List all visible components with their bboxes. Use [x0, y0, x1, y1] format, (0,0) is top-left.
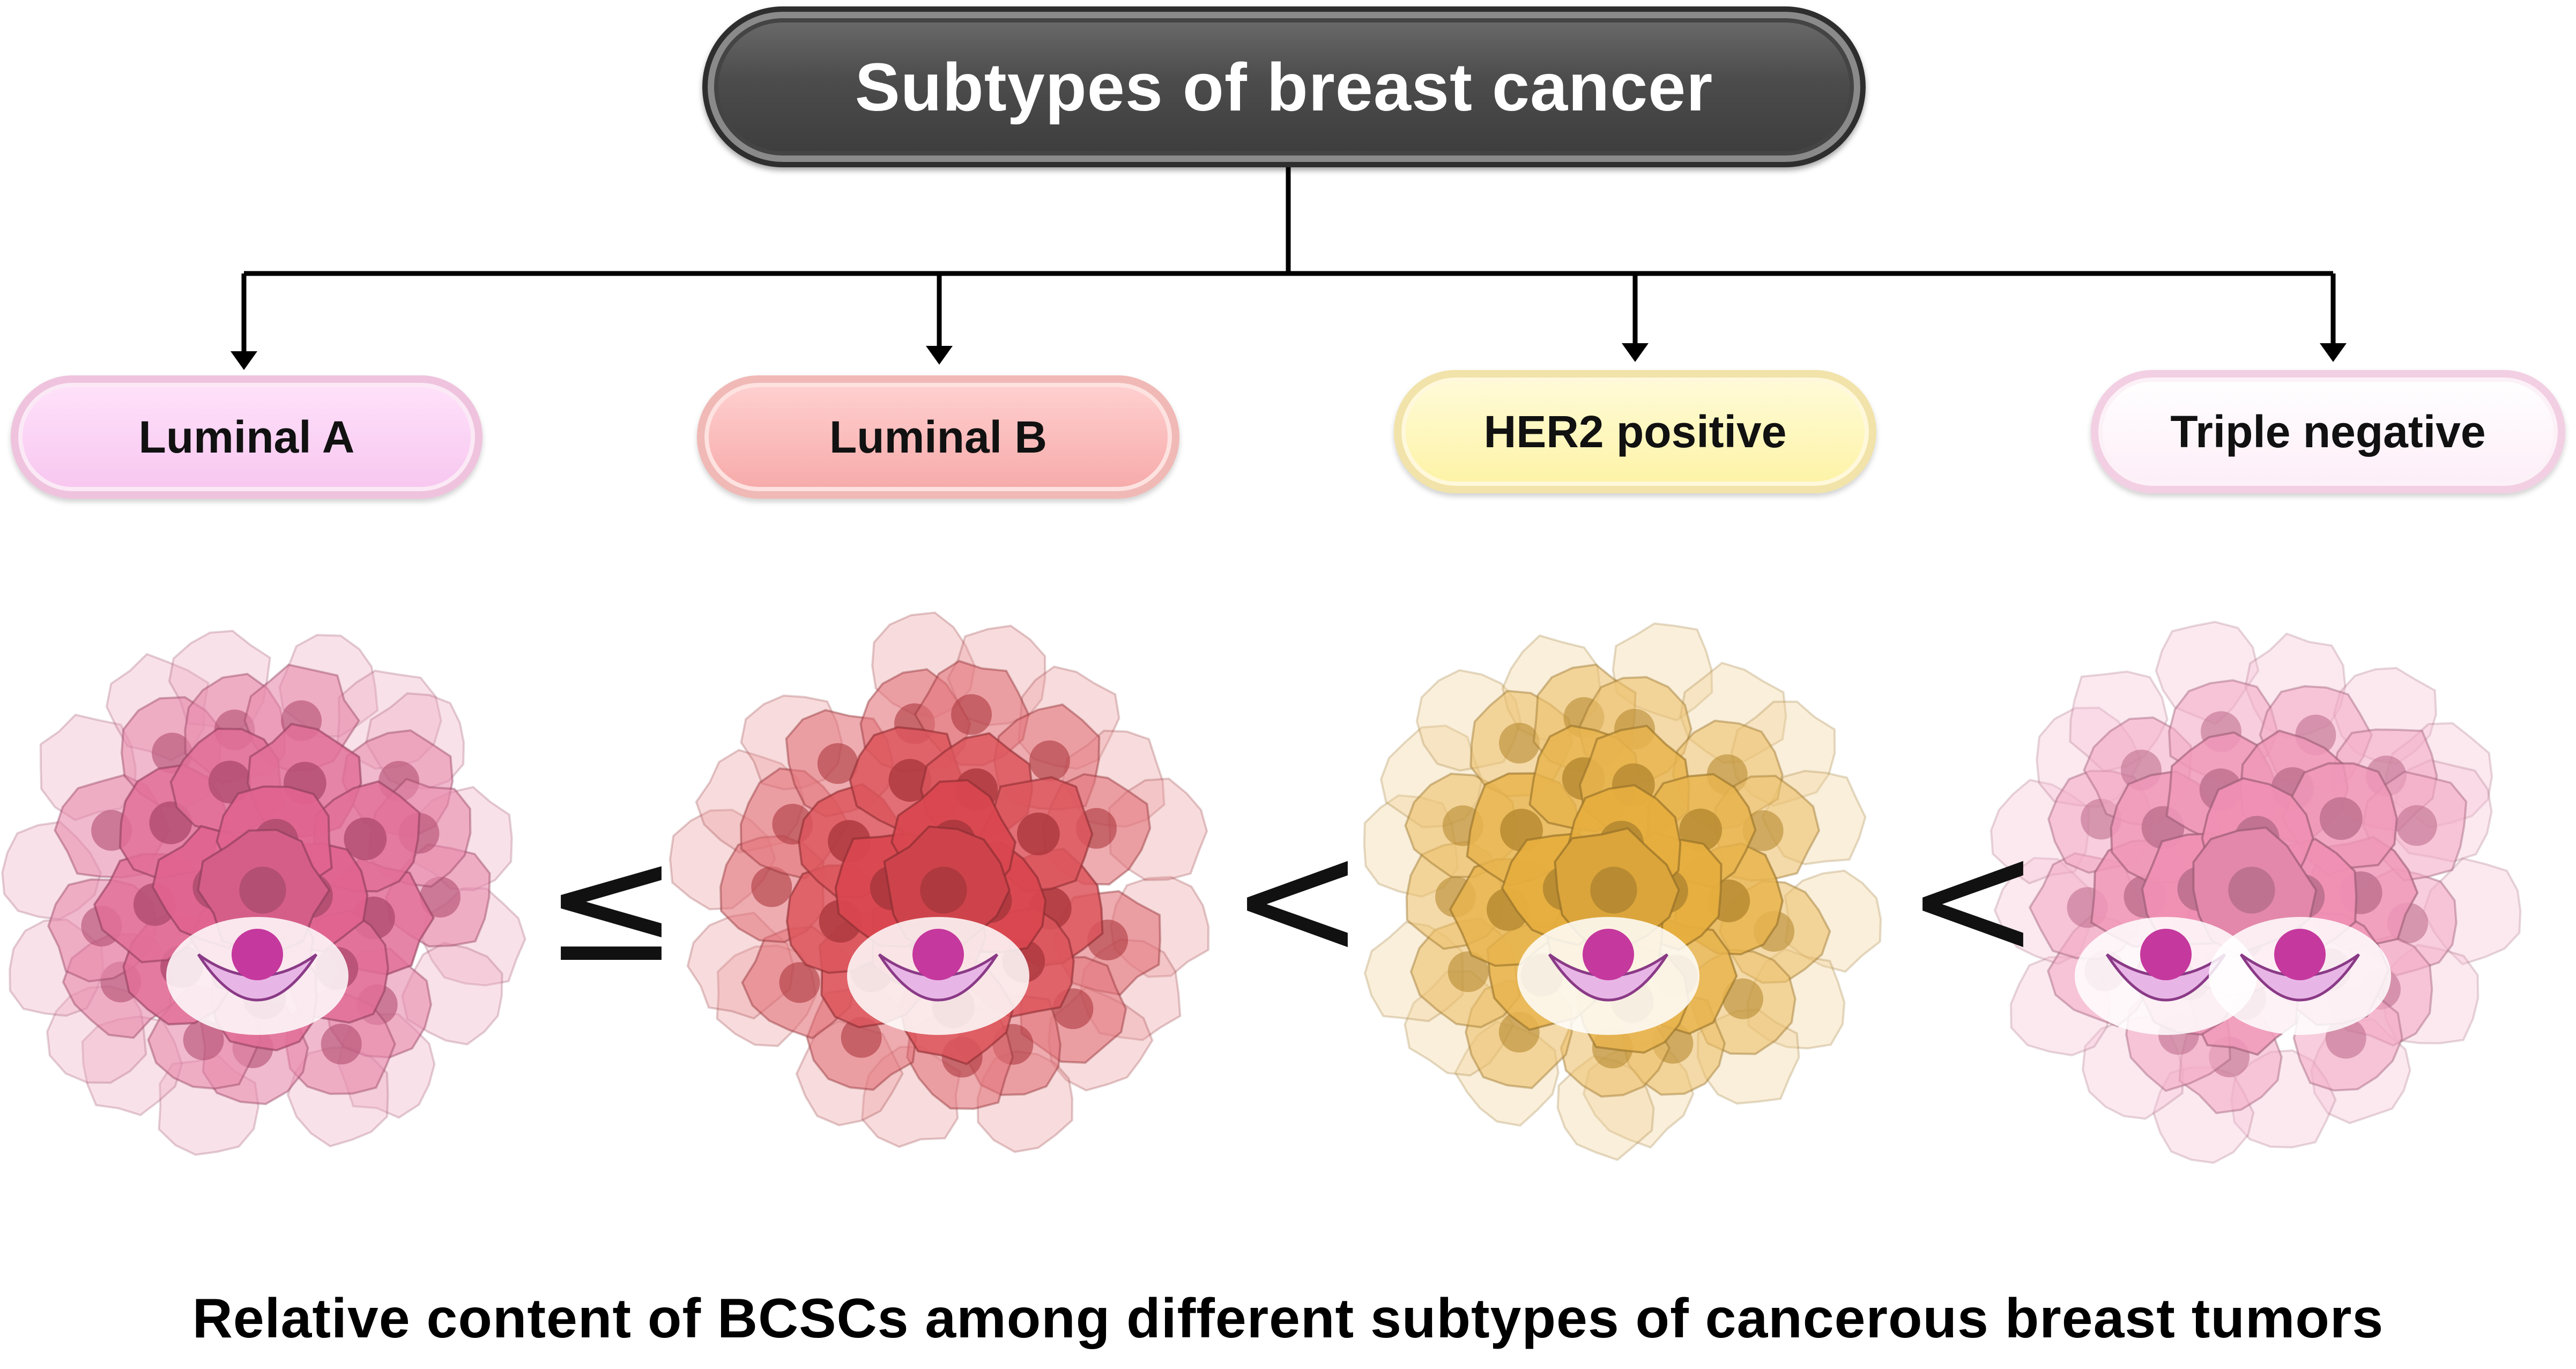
relation-symbol-3: <: [1905, 805, 2040, 993]
subtype-label-luminal-a: Luminal A: [138, 411, 355, 462]
bcsc-nucleus: [2140, 929, 2192, 980]
cell-nucleus: [751, 866, 792, 907]
tumor-luminal-b: [669, 611, 1210, 1153]
cell-nucleus: [1590, 867, 1637, 914]
subtype-label-her2-positive: HER2 positive: [1483, 406, 1787, 457]
cell-nucleus: [817, 743, 858, 784]
cell-nucleus: [2396, 805, 2437, 846]
cell-nucleus: [1016, 812, 1060, 856]
diagram-caption: Relative content of BCSCs among differen…: [192, 1287, 2384, 1350]
tumor-her2-positive: [1363, 622, 1882, 1161]
bcsc-nucleus: [912, 929, 964, 980]
cell-nucleus: [183, 1019, 224, 1061]
cell-nucleus: [841, 1017, 882, 1058]
cell-nucleus: [321, 1024, 362, 1065]
tumor-triple-negative: [1989, 620, 2522, 1164]
tumor-luminal-a: [1, 630, 526, 1156]
arrowhead-triple-negative: [2320, 343, 2347, 362]
cell-nucleus: [2228, 867, 2275, 914]
bcsc-nucleus: [2274, 929, 2326, 980]
subtype-label-luminal-b: Luminal B: [829, 411, 1047, 462]
bcsc-nucleus: [1583, 929, 1634, 980]
cell-nucleus: [2319, 797, 2363, 840]
cell-nucleus: [951, 694, 992, 735]
cell-nucleus: [344, 817, 387, 861]
root-title-box: Subtypes of breast cancer: [702, 6, 1866, 167]
cell-nucleus: [779, 962, 820, 1003]
relation-symbol-1: ≤: [544, 811, 678, 998]
relation-text-1: ≤: [544, 811, 678, 998]
arrowhead-luminal-a: [231, 351, 257, 370]
relation-text-2: <: [1230, 805, 1364, 993]
cell-nucleus: [1447, 951, 1489, 993]
diagram-title: Subtypes of breast cancer: [855, 49, 1713, 125]
cell-nucleus: [419, 877, 461, 918]
relation-text-3: <: [1905, 805, 2040, 993]
cell-nucleus: [1029, 740, 1070, 781]
cell-nucleus: [1499, 722, 1540, 764]
cell-nucleus: [920, 867, 967, 914]
relation-symbol-2: <: [1230, 805, 1364, 993]
cell-nucleus: [239, 867, 286, 914]
subtype-pill-her2-positive: HER2 positive: [1394, 370, 1876, 493]
subtype-label-triple-negative: Triple negative: [2170, 406, 2486, 457]
arrowhead-her2: [1622, 343, 1649, 362]
cell-nucleus: [1723, 978, 1764, 1019]
bcsc-nucleus: [232, 929, 283, 980]
subtype-pill-triple-negative: Triple negative: [2091, 370, 2565, 493]
arrowhead-luminal-b: [926, 346, 953, 365]
